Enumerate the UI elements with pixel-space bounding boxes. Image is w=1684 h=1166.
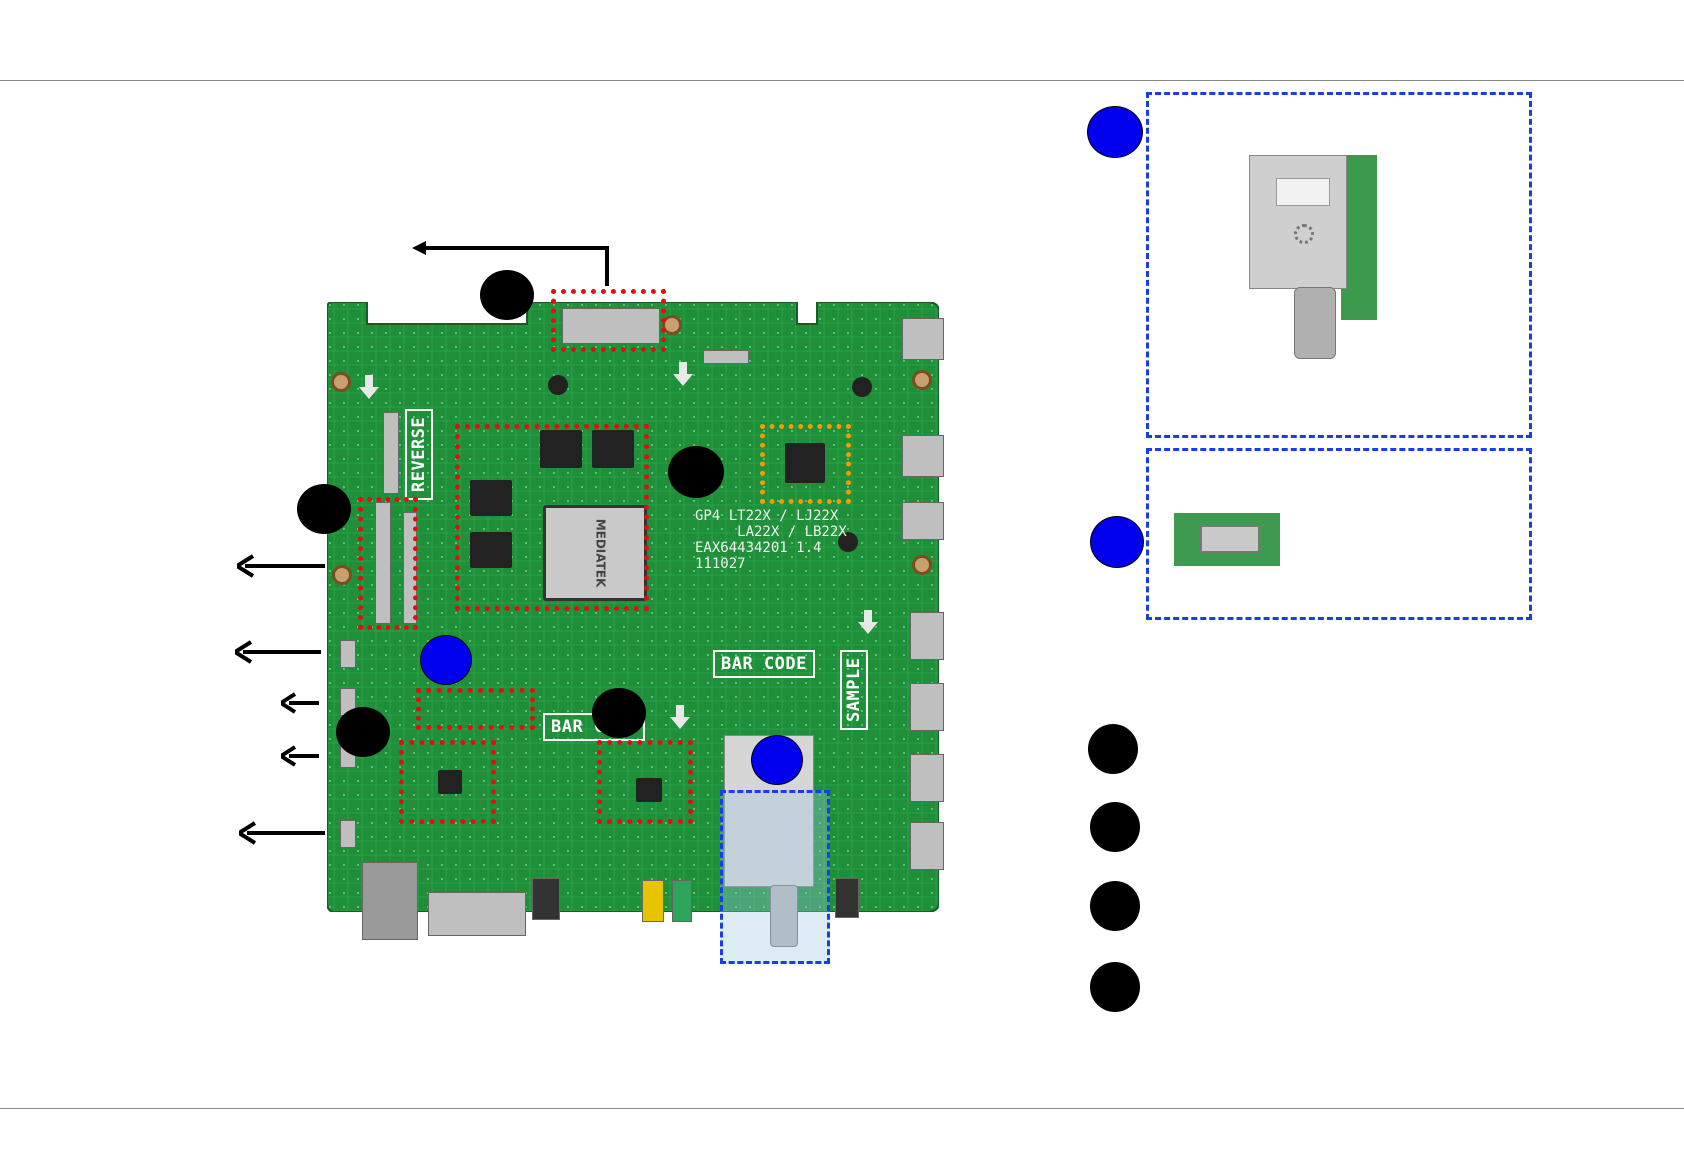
tuner-closeup-pcb <box>1341 155 1377 320</box>
ddr-memory-chip <box>470 532 512 568</box>
marker-tuner-detail <box>1087 106 1143 158</box>
connector-detail-box <box>1146 448 1532 620</box>
regulator-chip <box>548 375 568 395</box>
side-connector <box>340 820 356 848</box>
small-connector <box>703 350 749 364</box>
legend-marker-4 <box>1090 962 1140 1012</box>
ddr-memory-chip <box>470 480 512 516</box>
left-arrow-icon <box>281 745 319 767</box>
lan-chip <box>438 770 462 794</box>
ethernet-port <box>362 862 418 940</box>
usb-port <box>902 435 944 477</box>
highlight-mid-connector <box>416 688 535 730</box>
hdmi-port <box>910 754 944 802</box>
tuner-closeup-sticker <box>1276 178 1330 206</box>
marker-mid-connector <box>420 635 472 685</box>
sample-label: SAMPLE <box>840 649 868 730</box>
ffc-connector <box>383 412 399 494</box>
marker-lan <box>336 707 390 757</box>
lvds-connector <box>562 308 660 344</box>
main-soc-chip: MEDIATEK <box>543 505 647 601</box>
barcode-label-top: BAR CODE <box>713 650 815 678</box>
audio-amp-chip <box>636 778 662 802</box>
highlight-lvds <box>551 289 666 352</box>
legend-marker-2 <box>1090 802 1140 852</box>
down-arrow-icon <box>359 375 379 399</box>
tuner-closeup-can <box>1249 155 1347 289</box>
reverse-label: REVERSE <box>405 408 433 500</box>
regulator-chip <box>838 532 858 552</box>
highlight-audio-area <box>597 740 693 824</box>
left-arrow-icon <box>239 821 325 845</box>
side-connector <box>340 640 356 668</box>
flash-chip <box>785 443 825 483</box>
legend-marker-3 <box>1090 881 1140 931</box>
left-arrow-icon <box>235 640 321 664</box>
hdmi-port <box>902 318 944 360</box>
highlight-tuner <box>720 790 830 964</box>
board-model-text: GP4 LT22X / LJ22X LA22X / LB22X EAX64434… <box>695 508 847 572</box>
av-jack-green <box>672 880 692 922</box>
hdmi-port <box>910 822 944 870</box>
usb-port <box>902 502 944 540</box>
lvds-cable-arrow <box>412 241 609 286</box>
tuner-closeup-image <box>1249 155 1377 360</box>
down-arrow-icon <box>670 705 690 729</box>
left-arrow-icon <box>281 692 319 714</box>
av-jack-yellow <box>642 880 664 922</box>
regulator-chip <box>852 377 872 397</box>
mounting-hole <box>332 565 352 585</box>
down-arrow-icon <box>673 362 693 386</box>
highlight-soc-area <box>455 424 649 611</box>
optical-port <box>835 878 859 918</box>
mounting-hole <box>331 372 351 392</box>
legend-marker-1 <box>1088 724 1138 774</box>
tuner-detail-box <box>1146 92 1532 438</box>
ffc-connector <box>375 502 391 624</box>
hdmi-port <box>910 683 944 731</box>
audio-jack <box>532 878 560 920</box>
marker-ffc <box>297 484 351 534</box>
mounting-hole <box>912 555 932 575</box>
tuner-closeup-rf <box>1294 287 1336 359</box>
marker-audio <box>592 688 646 738</box>
ddr-memory-chip <box>540 430 582 468</box>
bottom-rule <box>0 1108 1684 1109</box>
connector-closeup-part <box>1200 525 1260 553</box>
highlight-lan-area <box>399 740 496 824</box>
vga-port <box>428 892 526 936</box>
tuner-rf-connector <box>770 885 798 947</box>
marker-lvds <box>480 270 534 320</box>
tuner-closeup-vents <box>1294 224 1314 244</box>
marker-soc <box>668 446 724 498</box>
marker-tuner <box>751 735 803 785</box>
highlight-flash <box>760 424 851 504</box>
top-rule <box>0 80 1684 81</box>
hdmi-port <box>910 612 944 660</box>
ddr-memory-chip <box>592 430 634 468</box>
marker-connector-detail <box>1090 516 1144 568</box>
connector-closeup-image <box>1174 513 1280 566</box>
down-arrow-icon <box>858 610 878 634</box>
mounting-hole <box>912 370 932 390</box>
left-arrow-icon <box>237 554 325 578</box>
highlight-ffc <box>358 497 418 630</box>
